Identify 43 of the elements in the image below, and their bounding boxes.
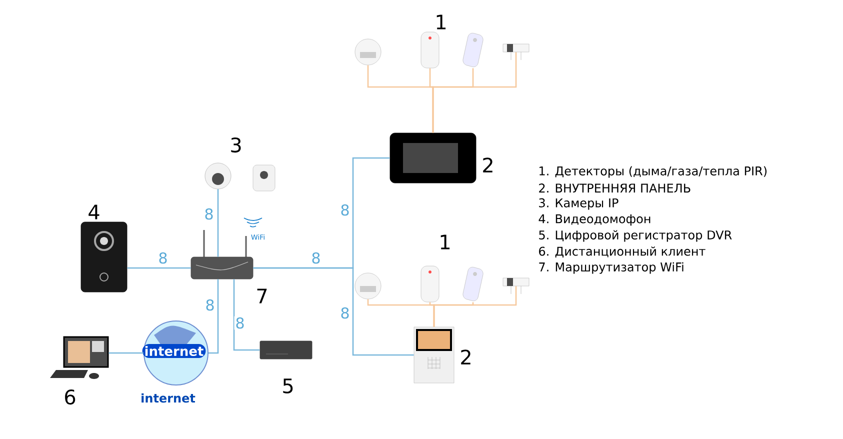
legend-item: 4. Видеодомофон (538, 214, 650, 226)
legend-item: 6. Дистанционный клиент (539, 246, 706, 258)
callout-number: 7 (257, 288, 267, 304)
cable-line (127, 267, 191, 269)
cable-line (253, 267, 414, 356)
edge-label: 8 (339, 203, 351, 217)
callout-number: 1 (436, 14, 446, 30)
cable-line (217, 189, 219, 257)
cable-line (433, 286, 517, 327)
legend-item: 1. Детекторы (дыма/газа/тепла PIR) (540, 166, 767, 178)
curtain-sensor-drawing (462, 266, 484, 302)
callout-number: 2 (461, 350, 470, 364)
callout-number: 5 (283, 378, 293, 394)
edge-label: 8 (339, 306, 351, 320)
callout-number: 4 (88, 204, 100, 220)
gas-detector-drawing (502, 44, 530, 60)
camera-drawing (252, 164, 276, 192)
motion-sensor-drawing (420, 32, 440, 68)
callout-number: 2 (483, 158, 492, 172)
cable-line (233, 279, 260, 351)
edge-label: 8 (157, 251, 169, 265)
curtain-sensor-drawing (462, 32, 484, 68)
motion-sensor-drawing (420, 266, 440, 302)
callout-number: 3 (231, 137, 241, 153)
cable-line (432, 52, 517, 133)
callout-number: 1 (440, 234, 450, 250)
legend-item: 2. ВНУТРЕННЯЯ ПАНЕЛЬ (539, 184, 690, 192)
cable-line (108, 352, 144, 354)
dome-camera-drawing (204, 162, 232, 190)
gas-detector-drawing (502, 278, 530, 294)
edge-label: 8 (203, 207, 215, 221)
callout-number: 6 (65, 389, 76, 405)
cable-line (208, 279, 219, 354)
legend-item: 3. Камеры IP (539, 198, 618, 210)
smoke-detector-drawing (354, 38, 382, 66)
legend-item: 7. Маршрутизатор WiFi (539, 262, 684, 274)
cable-label: 8 (310, 251, 322, 265)
legend-item: 5. Цифровой регистратор DVR (539, 230, 732, 242)
edge-label: 8 (234, 316, 246, 330)
edge-label: 8 (204, 298, 216, 312)
smoke-detector-drawing (354, 272, 382, 300)
globe-drawing: internet internet (142, 320, 208, 403)
node-label: internet (142, 393, 196, 403)
